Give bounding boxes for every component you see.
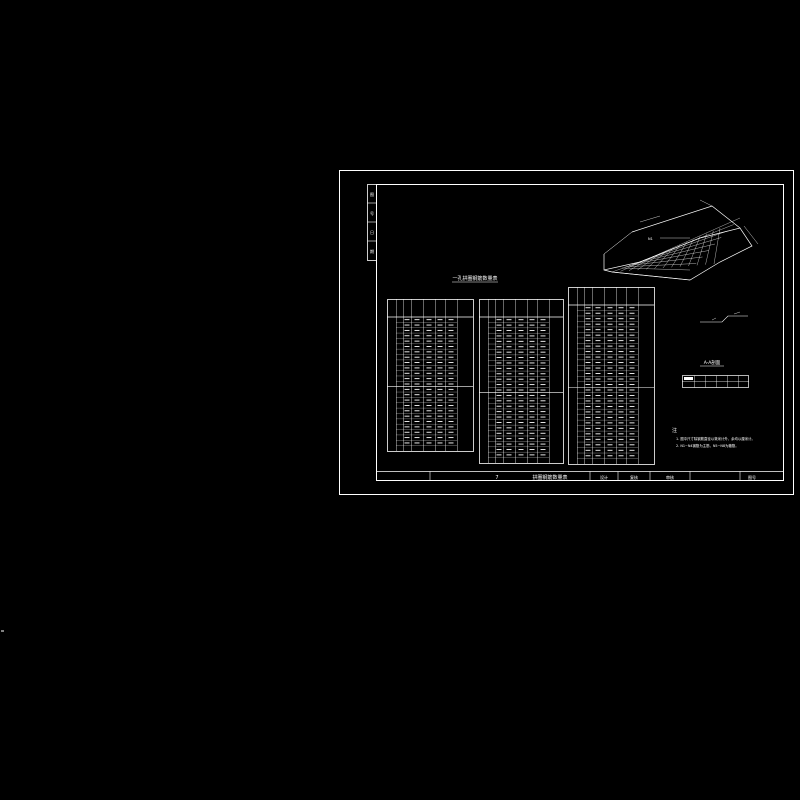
section-label: A-A剖面	[704, 359, 721, 366]
rebar-table-3	[568, 287, 655, 465]
notes-line-1: 1. 图中尺寸除钢筋直径以毫米计外，余均以厘米计。	[676, 436, 755, 441]
table-caption: 一孔拱圈钢筋数量表	[452, 275, 497, 282]
title-block: 7 拱圈钢筋数量表 设计 复核 审核 图号	[376, 471, 784, 481]
side-label-4: 期	[370, 248, 374, 254]
title-block-field-check: 复核	[630, 474, 638, 480]
side-label-3: 日	[370, 230, 374, 235]
detail-callout: N1	[648, 237, 653, 241]
title-block-field-no: 图号	[748, 474, 756, 480]
sheet-inner-frame	[376, 184, 784, 481]
notes-heading: 注	[672, 427, 677, 434]
rebar-table-1	[387, 299, 474, 452]
rebar-tables	[387, 287, 655, 465]
side-label-1: 图	[370, 191, 374, 197]
notes: 注 1. 图中尺寸除钢筋直径以毫米计外，余均以厘米计。 2. N1~N4钢筋为主…	[672, 427, 755, 448]
notes-line-2: 2. N1~N4钢筋为主筋，N5~N8为箍筋。	[676, 443, 739, 448]
rebar-table-2	[479, 299, 564, 464]
bent-bar-detail	[700, 311, 748, 323]
title-block-field-review: 审核	[666, 474, 674, 480]
side-label-2: 号	[370, 210, 374, 216]
binding-strip: 图 号 日 期	[367, 184, 377, 261]
sheet-outer-frame	[339, 170, 794, 495]
title-block-number: 7	[495, 475, 498, 481]
title-block-drawing-title: 拱圈钢筋数量表	[532, 474, 567, 481]
arch-rebar-detail: N1	[603, 199, 759, 281]
title-block-field-design: 设计	[600, 474, 608, 480]
small-table	[682, 375, 749, 388]
